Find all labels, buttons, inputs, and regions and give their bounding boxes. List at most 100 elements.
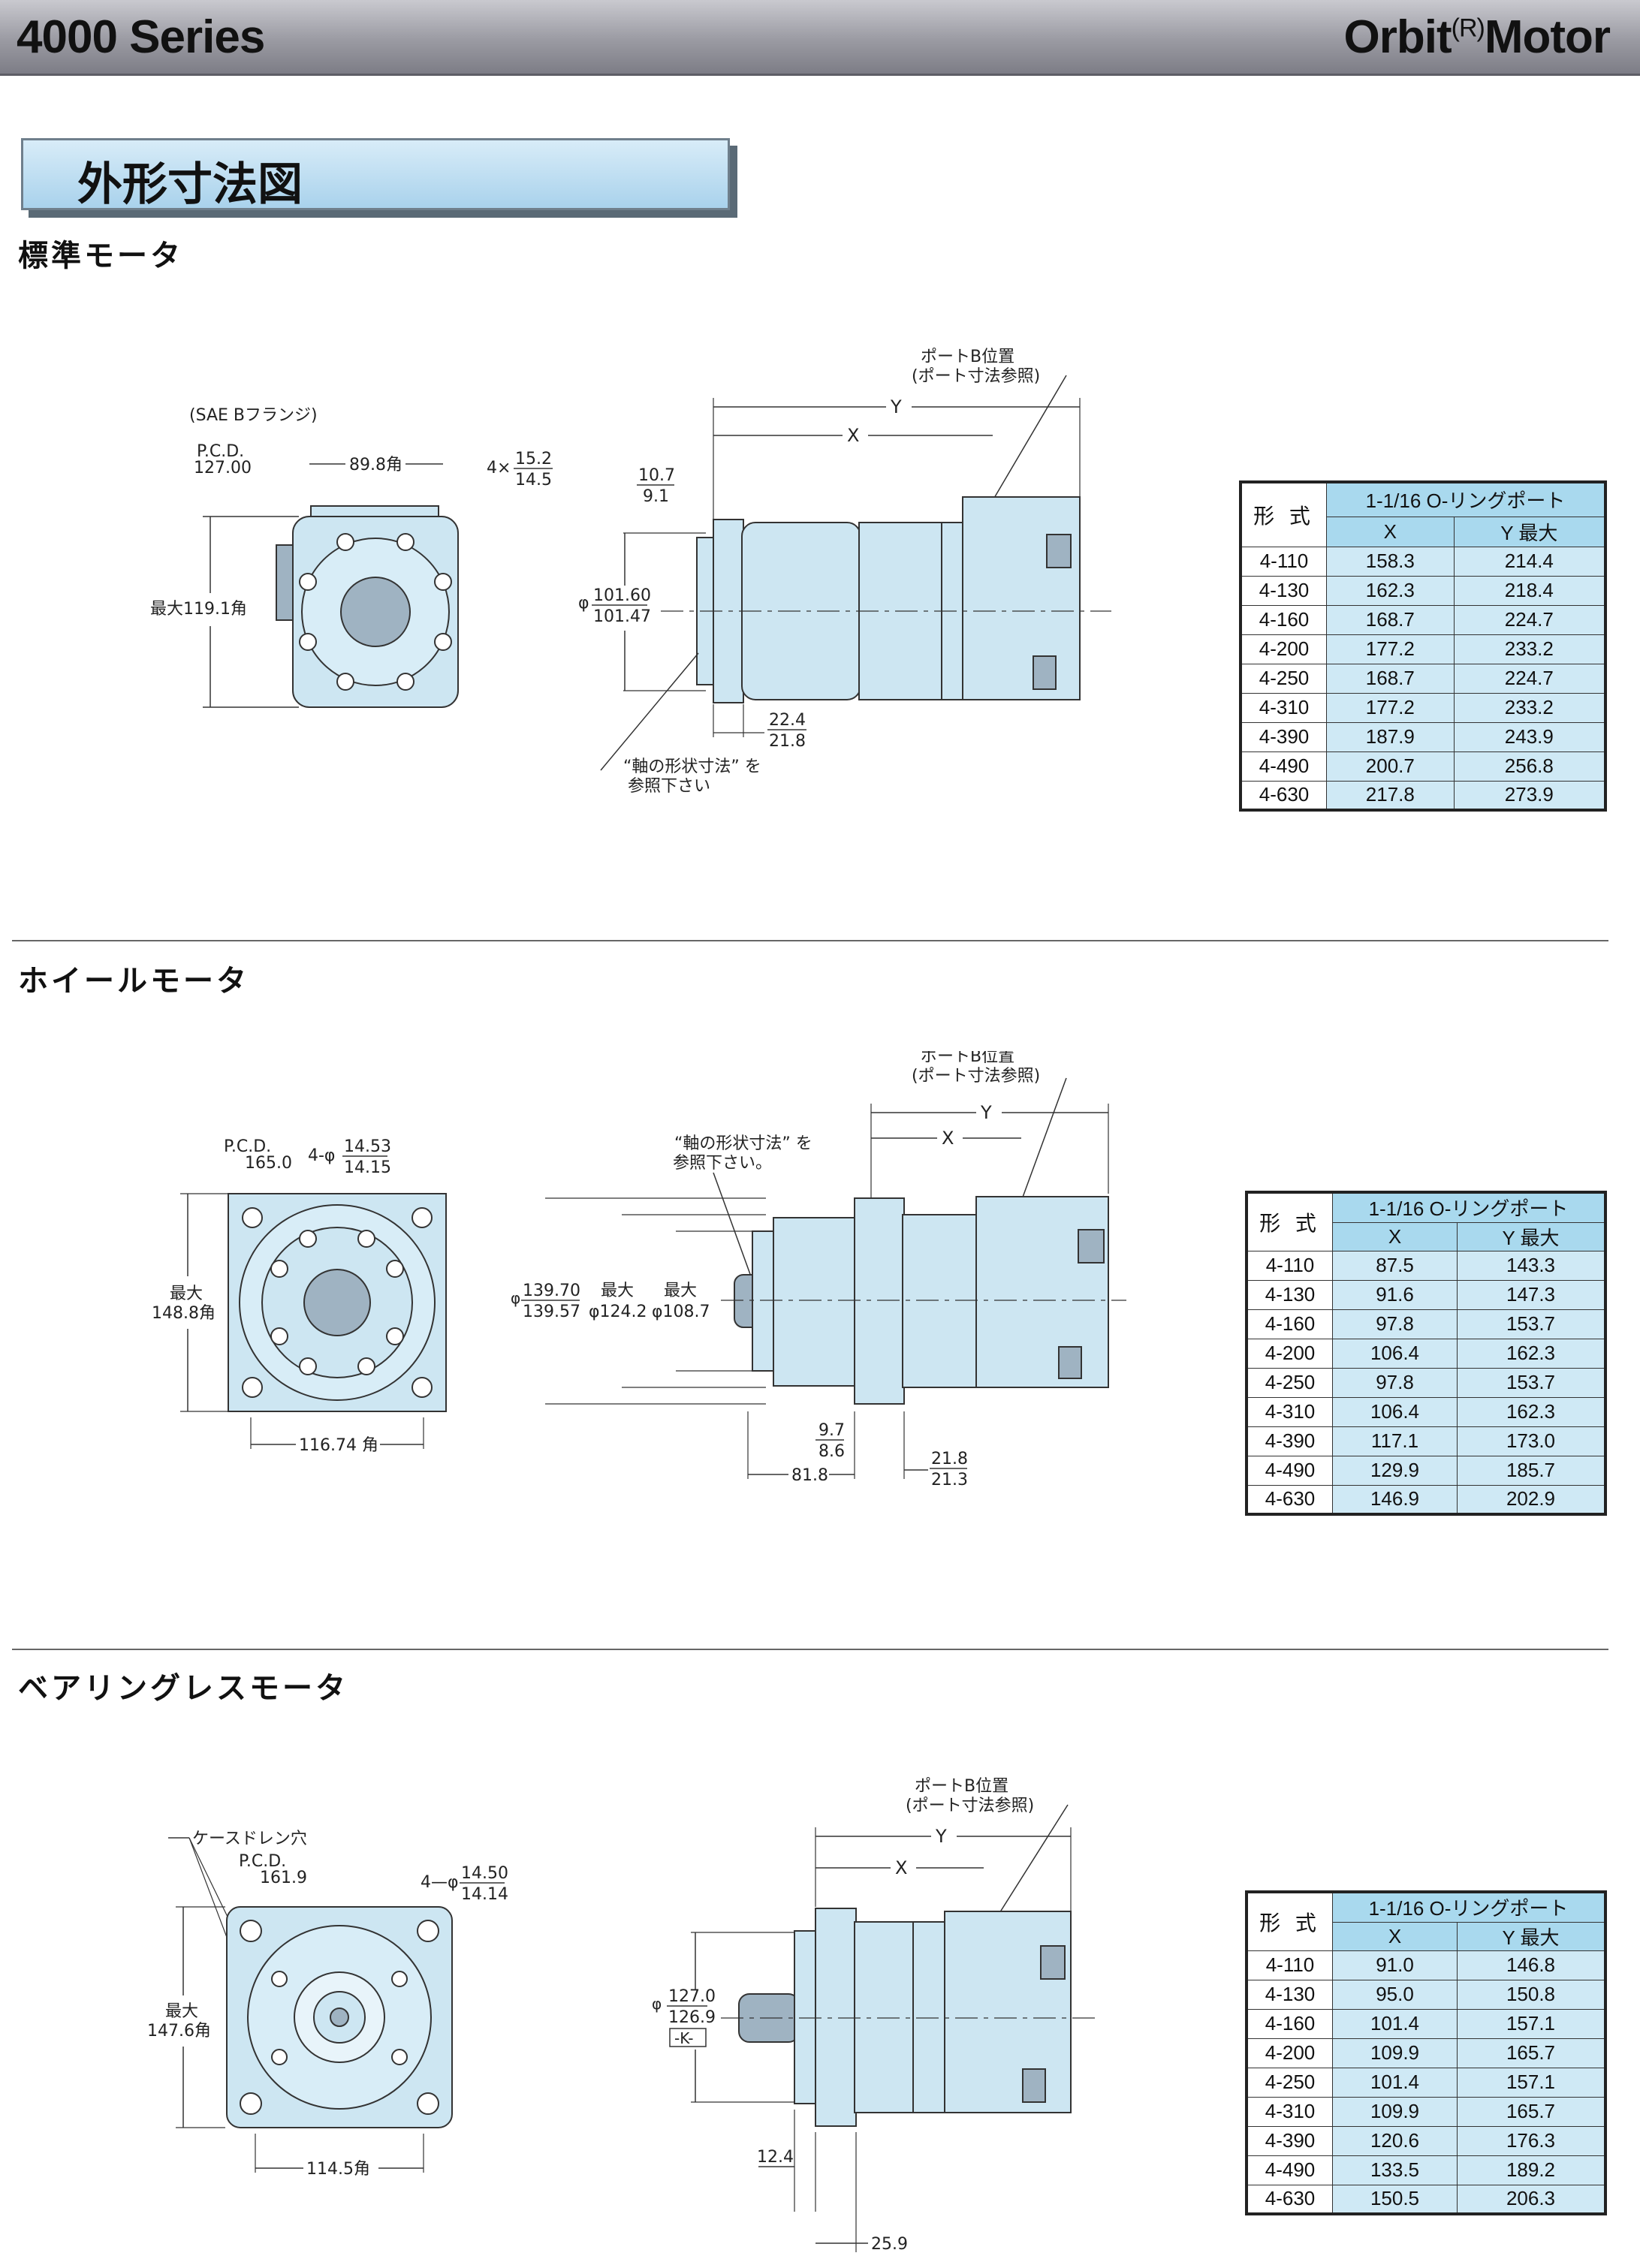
front-width-label: 116.74 角 [299,1436,378,1455]
side-x-label: X [895,1857,907,1878]
side-dia1-upper: 139.70 [523,1282,580,1300]
cell-y: 153.7 [1456,1367,1606,1398]
cell-x: 106.4 [1332,1396,1458,1427]
side-dia1-prefix: φ [511,1289,520,1307]
front-height-label-1: 最大 [165,2002,198,2021]
cell-x: 168.7 [1326,663,1455,694]
col-x: X [1326,516,1455,547]
cell-model: 4-630 [1246,1484,1333,1515]
col-model: 形 式 [1246,1191,1333,1251]
cell-y: 165.7 [1456,2096,1606,2127]
side-d1-upper: 9.7 [818,1421,845,1440]
cell-y: 202.9 [1456,1484,1606,1515]
side-dia-lower: 101.47 [593,607,651,626]
cell-model: 4-490 [1246,1455,1333,1486]
side-dia-lower: 126.9 [668,2008,716,2027]
cell-y: 150.8 [1456,1979,1606,2010]
cell-model: 4-310 [1246,1396,1333,1427]
col-y: Y 最大 [1456,1921,1606,1951]
registered-mark: (R) [1451,14,1485,43]
banner-title: 外形寸法図 [77,158,303,211]
front-height-label-1: 最大 [170,1285,203,1303]
bearingless-side-geometry: ポートB位置 (ポート寸法参照) Y X φ 127.0 126.9 -K- [652,1777,1096,2252]
side-d3-lower: 21.3 [931,1471,968,1489]
side-offset-lower: 9.1 [643,487,669,506]
bearingless-drawing: ケースドレン穴 P.C.D. 161.9 4—φ 14.50 14.14 最大 … [147,1777,1096,2252]
cell-model: 4-160 [1246,2008,1333,2039]
side-port-label-1: ポートB位置 [921,348,1014,366]
cell-y: 176.3 [1456,2125,1606,2156]
cell-model: 4-130 [1246,1279,1333,1310]
cell-y: 256.8 [1453,751,1606,782]
cell-model: 4-310 [1240,692,1327,723]
front-flange-note: (SAE Bフランジ) [189,406,318,425]
side-dia-prefix: φ [578,594,589,613]
section-title-standard: 標準モータ [18,239,183,273]
front-width-label: 114.5角 [306,2160,370,2179]
side-dia3-label: 最大 [664,1282,697,1300]
cell-model: 4-110 [1240,546,1327,577]
brand-right: Motor [1484,11,1611,63]
cell-y: 218.4 [1453,575,1606,606]
cell-x: 97.8 [1332,1309,1458,1339]
col-y: Y 最大 [1456,1221,1606,1251]
side-x-label: X [942,1128,954,1149]
brand-logo: Orbit(R)Motor [1344,11,1611,64]
side-port-label-2: (ポート寸法参照) [912,1067,1040,1086]
wheel-side-geometry: ポートB位置 (ポート寸法参照) Y X “軸の形状寸法” を 参照下さい。 φ… [511,1051,1126,1489]
side-d2-value: 81.8 [791,1466,828,1485]
cell-y: 173.0 [1456,1426,1606,1456]
front-pcd-label: P.C.D. [224,1137,271,1156]
cell-y: 273.9 [1453,780,1606,811]
cell-model: 4-250 [1246,2067,1333,2098]
section-divider [12,1649,1608,1650]
side-dia2-label: 最大 [601,1282,634,1300]
cell-x: 101.4 [1332,2008,1458,2039]
side-dia-prefix: φ [652,1995,662,2013]
col-x: X [1332,1921,1458,1951]
standard-side-geometry: ポートB位置 (ポート寸法参照) Y X 10.7 9.1 φ 101.60 1… [578,348,1111,796]
cell-x: 97.8 [1332,1367,1458,1398]
cell-model: 4-390 [1246,2125,1333,2156]
side-shaft-note-1: “軸の形状寸法” を [623,758,761,776]
front-hole-lower: 14.5 [515,471,552,489]
cell-x: 133.5 [1332,2155,1458,2185]
front-pcd-label: P.C.D. [197,442,244,461]
standard-front-geometry: (SAE Bフランジ) P.C.D. 127.00 89.8角 4× 15.2 … [150,406,553,708]
front-hole-upper: 15.2 [515,450,552,468]
side-dia-upper: 127.0 [668,1987,716,2006]
cell-x: 177.2 [1326,692,1455,723]
front-pcd-value: 165.0 [245,1154,292,1173]
cell-model: 4-490 [1246,2155,1333,2185]
cell-x: 158.3 [1326,546,1455,577]
front-pcd-value: 161.9 [260,1869,307,1887]
cell-x: 177.2 [1326,634,1455,664]
col-model: 形 式 [1246,1891,1333,1951]
side-port-label-1: ポートB位置 [921,1051,1014,1066]
side-dia2-value: φ124.2 [589,1303,647,1321]
side-dia-upper: 101.60 [593,586,651,605]
cell-model: 4-200 [1246,2038,1333,2068]
cell-y: 143.3 [1456,1250,1606,1281]
front-hole-prefix: 4× [487,459,511,477]
cell-x: 168.7 [1326,604,1455,635]
side-shaft-note-1: “軸の形状寸法” を [674,1134,812,1153]
section-title-wheel: ホイールモータ [18,964,249,998]
cell-y: 224.7 [1453,663,1606,694]
col-port: 1-1/16 O-リングポート [1332,1891,1606,1923]
cell-x: 91.6 [1332,1279,1458,1310]
side-d3-upper: 21.8 [931,1450,968,1468]
